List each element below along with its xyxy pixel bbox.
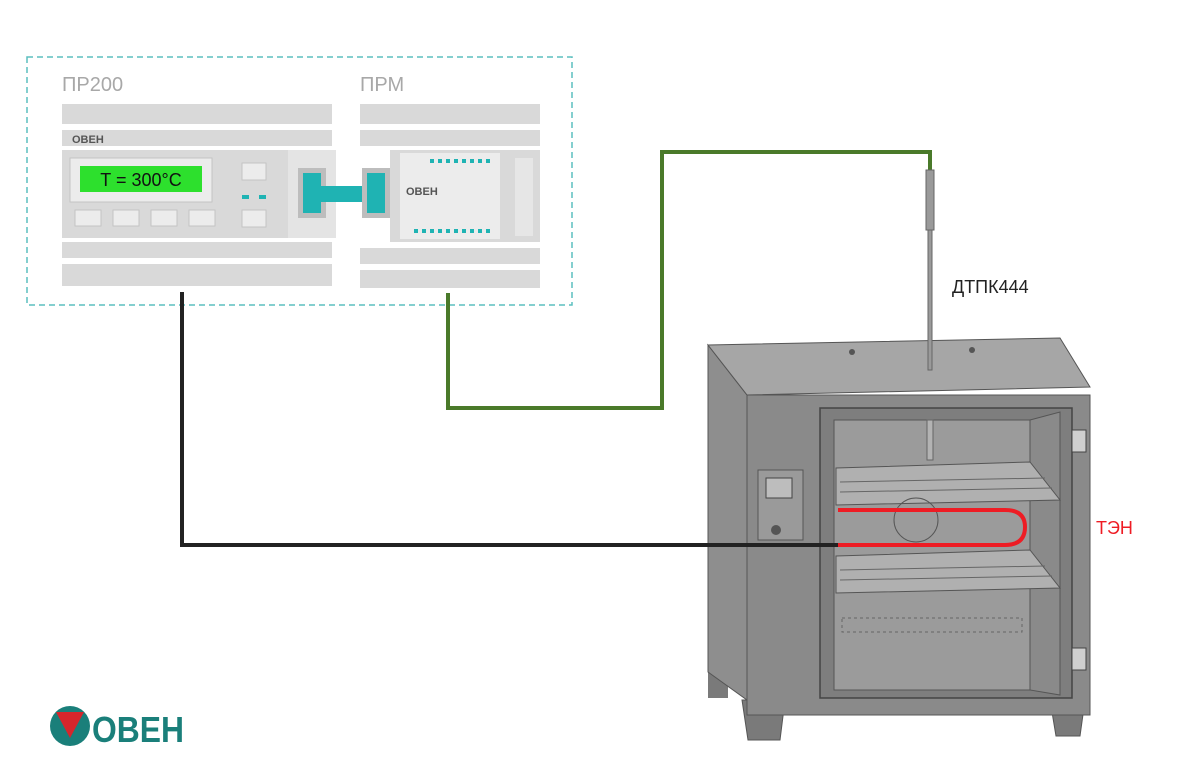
heating-element: [838, 508, 1028, 547]
heater-wire: [180, 292, 840, 547]
expansion-connector: [288, 150, 390, 238]
pr200-controller: ОВЕН T = 300°C: [62, 104, 332, 286]
display-readout: T = 300°C: [100, 170, 181, 190]
heater-label: ТЭН: [1096, 518, 1133, 538]
sensor-label: ДТПК444: [952, 277, 1029, 297]
sensor-wire: [446, 150, 932, 410]
pr200-display: [80, 166, 202, 192]
prm-brand: ОВЕН: [406, 186, 438, 198]
prm-module: ОВЕН: [360, 104, 540, 288]
controller-frame: [26, 56, 573, 306]
drying-oven: [706, 337, 1091, 741]
logo-text: ОВЕН: [92, 709, 184, 750]
pr200-brand: ОВЕН: [72, 134, 104, 146]
pr200-label: ПР200: [62, 74, 123, 96]
owen-logo: ОВЕН: [50, 706, 184, 750]
prm-label: ПРМ: [360, 74, 404, 96]
thermocouple-probe: [925, 169, 935, 461]
